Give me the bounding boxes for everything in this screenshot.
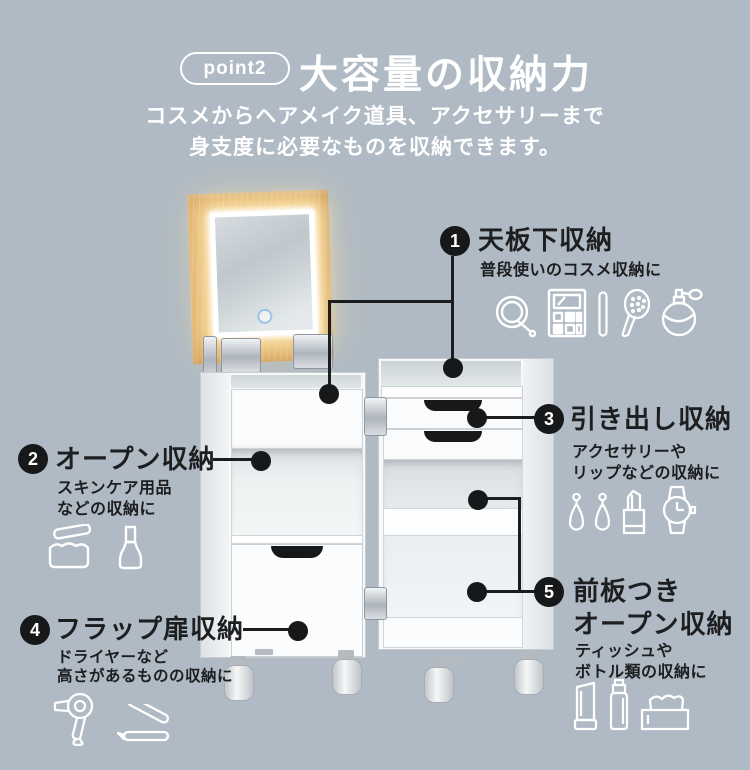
callout-1-title: 天板下収納: [478, 225, 614, 255]
callout-1-number: 1: [440, 226, 470, 256]
cabinet-left-half: [200, 372, 366, 658]
led-mirror-frame: [209, 209, 319, 338]
callout-5-desc: ティッシュや ボトル類の収納に: [575, 643, 708, 681]
callout-4-desc: ドライヤーなど 高さがあるものの収納に: [57, 649, 234, 685]
lipstick-icon: [622, 489, 646, 535]
callout-5-number: 5: [534, 577, 564, 607]
callout-1-icons: [492, 286, 704, 338]
connector-line-5: [518, 497, 521, 593]
earring-icon: [594, 492, 611, 531]
caster-wheel: [224, 656, 254, 701]
center-hinge-lower: [364, 587, 387, 620]
callout-3-number: 3: [534, 404, 564, 434]
drawer-upper: [383, 398, 523, 429]
pointer-dot-1: [319, 384, 339, 404]
cosmetic-tube-icon: [573, 681, 598, 731]
connector-line-2: [213, 458, 255, 461]
wristwatch-icon: [662, 485, 697, 535]
nail-polish-icon: [118, 525, 143, 570]
callout-5-icons: [572, 678, 691, 732]
pointer-dot-3: [467, 408, 487, 428]
lid-hinge-left: [221, 338, 261, 373]
pointer-dot-4: [288, 621, 308, 641]
drawer-lower: [383, 429, 523, 460]
left-top-tray-opening: [231, 375, 361, 388]
right-top-tray-rim: [381, 386, 523, 398]
subtitle-line-2: 身支度に必要なものを収納できます。: [189, 136, 561, 159]
right-open-storage: [383, 460, 523, 620]
callout-3-desc: アクセサリーや リップなどの収納に: [572, 444, 721, 482]
floor-glide: [445, 657, 463, 663]
tissue-box-icon: [640, 694, 690, 731]
cream-jar-icon: [48, 524, 92, 569]
pointer-dot-2: [251, 451, 271, 471]
callout-3-title: 引き出し収納: [570, 404, 733, 434]
connector-line-5: [476, 497, 521, 500]
caster-wheel: [514, 650, 544, 695]
pointer-dot-1: [443, 358, 463, 378]
callout-4-number: 4: [20, 615, 50, 645]
drawer-handle-cutout: [424, 400, 482, 411]
cotton-swab-icon: [598, 291, 608, 337]
callout-2-desc: スキンケア用品 などの収納に: [57, 480, 173, 518]
floor-glide: [255, 649, 273, 655]
flap-door-handle-cutout: [271, 546, 323, 558]
compact-mirror-icon: [495, 295, 537, 338]
connector-line-1: [451, 256, 454, 364]
connector-line-3: [475, 416, 535, 419]
callout-2-title: オープン収納: [55, 444, 216, 474]
callout-4-icons: [50, 690, 172, 746]
callout-1-desc: 普段使いのコスメ収納に: [480, 262, 662, 279]
callout-4-title: フラップ扉収納: [55, 614, 245, 644]
hair-dryer-icon: [53, 692, 94, 746]
pointer-dot-5: [468, 490, 488, 510]
cabinet-right-half: [378, 358, 554, 650]
lid-hinge-right: [293, 334, 333, 369]
connector-line-5: [476, 590, 535, 593]
perfume-bottle-icon: [661, 288, 703, 337]
makeup-palette-icon: [547, 288, 587, 338]
connector-line-1: [328, 300, 331, 388]
caster-wheel: [424, 658, 454, 703]
callout-3-icons: [568, 484, 699, 536]
left-shelf-board: [231, 535, 363, 544]
connector-line-1: [328, 300, 454, 303]
left-under-top-storage-front: [231, 389, 363, 449]
subtitle-line-1: コスメからヘアメイク道具、アクセサリーまで: [145, 105, 605, 128]
callout-2-number: 2: [18, 444, 48, 474]
section-subtitle: コスメからヘアメイク道具、アクセサリーまで 身支度に必要なものを収納できます。: [0, 101, 750, 163]
point-badge: point2: [180, 52, 290, 85]
hair-iron-icon: [116, 704, 170, 742]
earring-icon: [568, 492, 585, 531]
drawer-handle-cutout: [424, 431, 482, 442]
callout-2-icons: [46, 524, 144, 570]
spray-bottle-icon: [609, 678, 629, 731]
right-bottom-front-panel: [383, 617, 523, 648]
right-middle-shelf-front-lip: [383, 508, 523, 536]
hair-brush-icon: [621, 289, 651, 338]
section-title: 大容量の収納力: [299, 54, 594, 97]
connector-line-4: [243, 628, 291, 631]
pointer-dot-5: [467, 582, 487, 602]
callout-5-title: 前板つき オープン収納: [573, 576, 734, 639]
cabinet-left-side-panel: [201, 373, 229, 657]
caster-wheel: [332, 650, 362, 695]
center-hinge-upper: [364, 397, 387, 436]
